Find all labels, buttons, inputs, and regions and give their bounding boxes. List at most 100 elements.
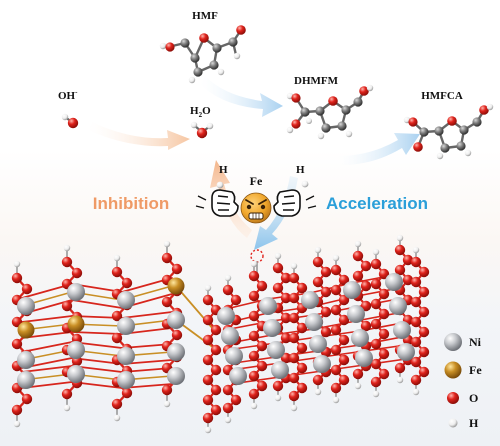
- ni-atom: [225, 347, 243, 365]
- o-atom: [288, 312, 300, 324]
- o-atom: [248, 330, 260, 342]
- ni-atom: [67, 365, 85, 383]
- acceleration-label: Acceleration: [326, 194, 428, 213]
- o-atom: [280, 332, 292, 344]
- o-atom: [248, 370, 260, 382]
- o-atom: [21, 393, 33, 405]
- bond: [271, 328, 315, 336]
- ni-atom: [117, 317, 135, 335]
- h-atom: [63, 404, 71, 412]
- ni-atom: [397, 343, 415, 361]
- h-atom: [163, 240, 171, 248]
- ni-atom: [263, 319, 281, 337]
- h-atom: [372, 248, 380, 256]
- o-atom: [210, 384, 222, 396]
- o-atom: [202, 394, 214, 406]
- h-atom: [163, 400, 171, 408]
- h-atom: [354, 240, 362, 248]
- o-atom: [210, 324, 222, 336]
- o-atom: [161, 252, 173, 264]
- o-atom: [402, 274, 414, 286]
- ni-atom: [167, 343, 185, 361]
- h-right-label: H: [296, 164, 305, 176]
- ni-atom: [117, 347, 135, 365]
- o-atom: [360, 280, 372, 292]
- o-atom: [352, 250, 364, 262]
- bond: [71, 299, 123, 309]
- o-atom: [21, 283, 33, 295]
- o-atom: [352, 270, 364, 282]
- h-atom: [290, 404, 298, 412]
- bond: [121, 311, 173, 319]
- o-atom: [248, 350, 260, 362]
- ni-atom: [17, 297, 35, 315]
- o-atom: [418, 366, 430, 378]
- inhibition-label: Inhibition: [93, 194, 169, 213]
- o-atom: [338, 294, 350, 306]
- o-atom: [222, 384, 234, 396]
- o-atom: [248, 270, 260, 282]
- oh-label: OH-: [58, 88, 78, 102]
- o-atom: [296, 382, 308, 394]
- o-atom: [338, 354, 350, 366]
- h-atom: [372, 390, 380, 398]
- ni-atom: [351, 329, 369, 347]
- h-atom: [412, 246, 420, 254]
- o-atom: [330, 304, 342, 316]
- o-atom: [296, 342, 308, 354]
- o-atom: [288, 372, 300, 384]
- hydroxide-ion: [61, 113, 79, 129]
- o-atom: [280, 352, 292, 364]
- o-atom: [410, 356, 422, 368]
- o-atom: [171, 329, 183, 341]
- o-atom: [410, 374, 422, 386]
- o-atom: [410, 276, 422, 288]
- hmfca-label: HMFCA: [421, 90, 463, 102]
- o-atom: [320, 306, 332, 318]
- o-atom: [288, 292, 300, 304]
- arrow-oh-to-h2o: [88, 122, 190, 150]
- ni-atom: [271, 361, 289, 379]
- ni-atom: [305, 313, 323, 331]
- o-atom: [280, 272, 292, 284]
- ni-atom: [17, 371, 35, 389]
- o-atom: [338, 314, 350, 326]
- bond: [71, 331, 123, 335]
- o-atom: [370, 298, 382, 310]
- ni-atom: [355, 349, 373, 367]
- o-atom: [161, 384, 173, 396]
- o-atom: [418, 326, 430, 338]
- ni-atom: [217, 307, 235, 325]
- o-atom: [248, 310, 260, 322]
- legend-h-label: H: [469, 416, 479, 430]
- legend-ni-label: Ni: [469, 335, 482, 349]
- o-atom: [230, 294, 242, 306]
- o-atom: [222, 284, 234, 296]
- o-atom: [330, 264, 342, 276]
- o-atom: [272, 262, 284, 274]
- ni-atom: [167, 367, 185, 385]
- h-atom: [204, 284, 212, 292]
- h-atom: [314, 246, 322, 254]
- o-atom: [338, 334, 350, 346]
- o-atom: [248, 290, 260, 302]
- bond: [21, 341, 73, 353]
- o-atom: [202, 374, 214, 386]
- h-atom: [204, 426, 212, 434]
- o-atom: [61, 256, 73, 268]
- h-atom: [274, 252, 282, 260]
- ni-atom: [229, 367, 247, 385]
- fe-atom: [17, 321, 35, 339]
- o-atom: [320, 286, 332, 298]
- o-atom: [222, 402, 234, 414]
- o-atom: [418, 346, 430, 358]
- o-atom: [312, 276, 324, 288]
- h-left-atom: [216, 181, 224, 189]
- h-atom: [113, 414, 121, 422]
- fe-atom: [167, 277, 185, 295]
- legend-fe-label: Fe: [469, 363, 482, 377]
- h-right-atom: [301, 180, 309, 188]
- legend-fe-swatch: [444, 361, 462, 379]
- h-atom: [290, 262, 298, 270]
